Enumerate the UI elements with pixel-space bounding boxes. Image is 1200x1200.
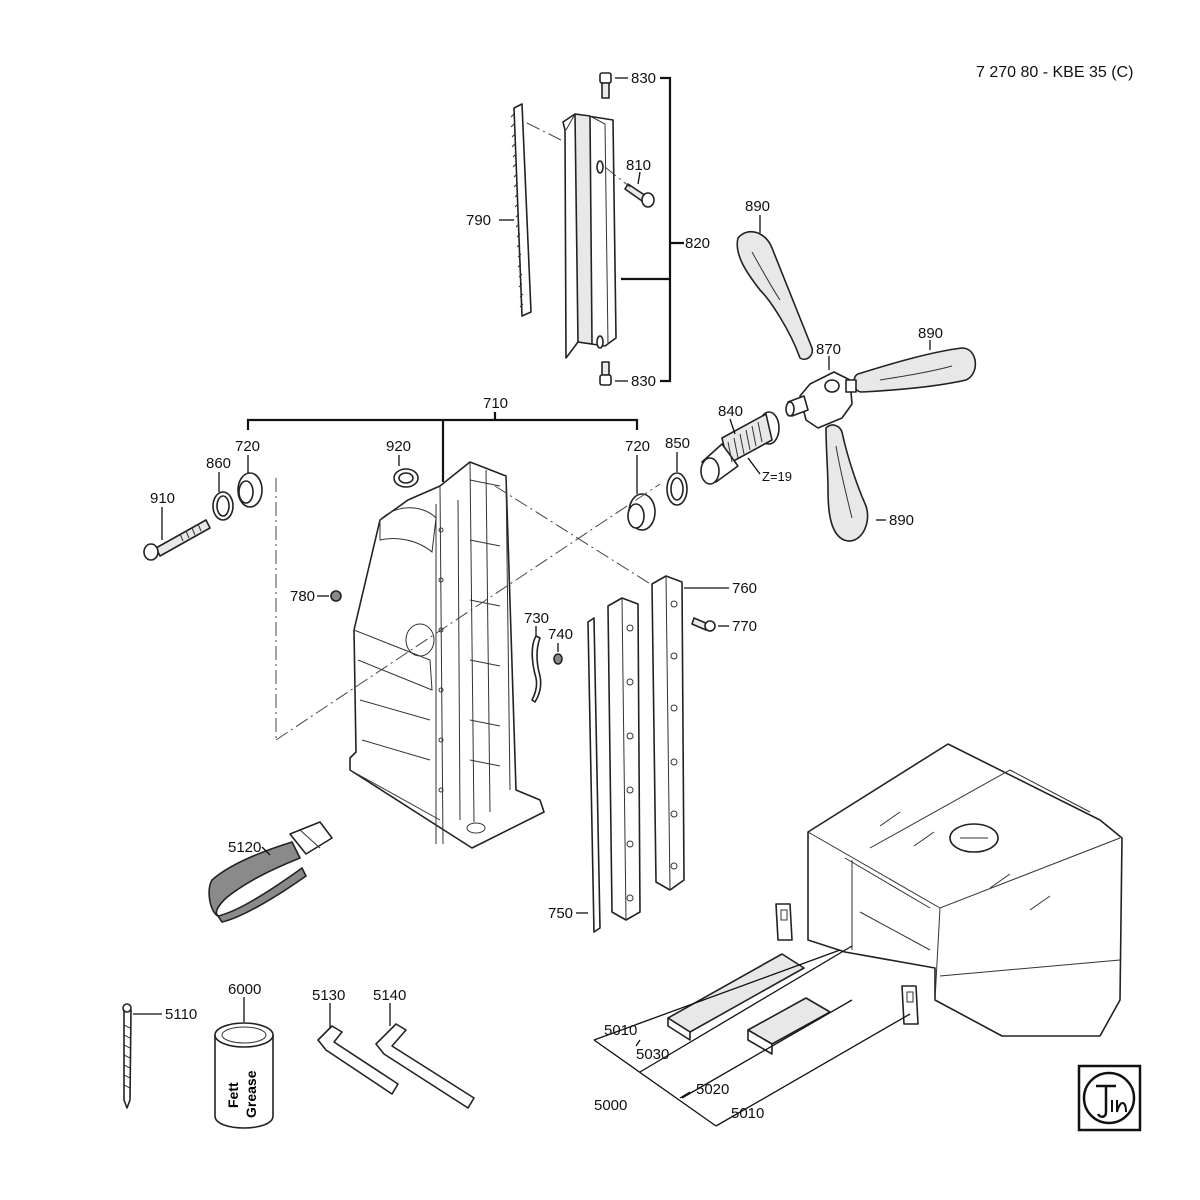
label-910: 910 [150,490,175,507]
grease-can-label-grease: Grease [243,1070,259,1118]
label-720-left: 720 [235,438,260,455]
latch-right [901,985,919,1025]
o-ring-920 [393,468,419,488]
drawing-number-title: 7 270 80 - KBE 35 (C) [976,64,1133,81]
leader-840 [729,418,736,435]
centerline [494,485,661,591]
label-750: 750 [548,905,573,922]
spring-clip-730 [531,635,542,703]
hub-870 [785,371,857,429]
label-z19: Z=19 [762,469,792,484]
handle-890-upper [736,230,814,361]
hex-key-5140 [375,1023,475,1109]
screw-810 [624,183,655,208]
label-5010-lower: 5010 [731,1105,764,1122]
handle-890-lower [825,424,869,542]
latch-left [775,903,793,941]
grease-can-6000 [214,1022,274,1129]
fein-logo [1077,1064,1142,1132]
rack-790 [510,103,532,317]
bracket-710 [246,412,639,482]
ring-850 [666,472,688,506]
set-screw-780 [330,590,342,602]
label-920: 920 [386,438,411,455]
snap-ring-860 [212,491,234,521]
leader-5120 [261,846,271,856]
leader-z19 [747,457,761,475]
label-760: 760 [732,580,757,597]
label-810: 810 [626,157,651,174]
label-730: 730 [524,610,549,627]
pin-5110 [122,1003,132,1109]
label-5030: 5030 [636,1046,669,1063]
label-6000: 6000 [228,981,261,998]
label-840: 840 [718,403,743,420]
centerline [275,483,661,741]
pinion-840 [700,411,780,485]
screw-740 [553,653,563,665]
label-850: 850 [665,435,690,452]
guide-bar-760 [651,575,685,891]
label-710: 710 [483,395,508,412]
label-770: 770 [732,618,757,635]
label-5010-upper: 5010 [604,1022,637,1039]
label-830-top: 830 [631,70,656,87]
carrying-case-5000 [807,743,1123,1037]
leader-810 [637,171,641,185]
label-890-upper: 890 [745,198,770,215]
strap-5120 [208,821,333,923]
label-870: 870 [816,341,841,358]
label-5130: 5130 [312,987,345,1004]
hex-key-5130 [317,1025,399,1095]
screw-830-bottom [599,361,612,386]
foam-insert-5020 [747,997,831,1055]
bracket-820 [621,76,684,383]
label-5120: 5120 [228,839,261,856]
label-860: 860 [206,455,231,472]
label-890-right: 890 [918,325,943,342]
bolt-910 [143,519,211,561]
label-5000: 5000 [594,1097,627,1114]
column-body-710 [349,461,545,849]
screw-830-top [599,72,612,99]
centerline [604,166,631,188]
label-5140: 5140 [373,987,406,1004]
label-740: 740 [548,626,573,643]
label-820: 820 [685,235,710,252]
label-720-right: 720 [625,438,650,455]
strip-750 [587,617,601,933]
label-5020: 5020 [696,1081,729,1098]
foam-insert-5030 [667,953,805,1041]
case-leader-lines [593,945,911,1127]
label-830-bottom: 830 [631,373,656,390]
screw-770 [691,617,716,632]
label-890-lower: 890 [889,512,914,529]
centerline [526,122,568,144]
guide-profile-820 [562,113,617,359]
label-790: 790 [466,212,491,229]
label-780: 780 [290,588,315,605]
bushing-720-right [627,493,656,531]
grease-can-label-fett: Fett [225,1082,241,1108]
handle-890-right [853,347,977,393]
guide-bar-left [607,597,641,921]
label-5110: 5110 [165,1006,197,1023]
bushing-720-left [237,472,263,508]
